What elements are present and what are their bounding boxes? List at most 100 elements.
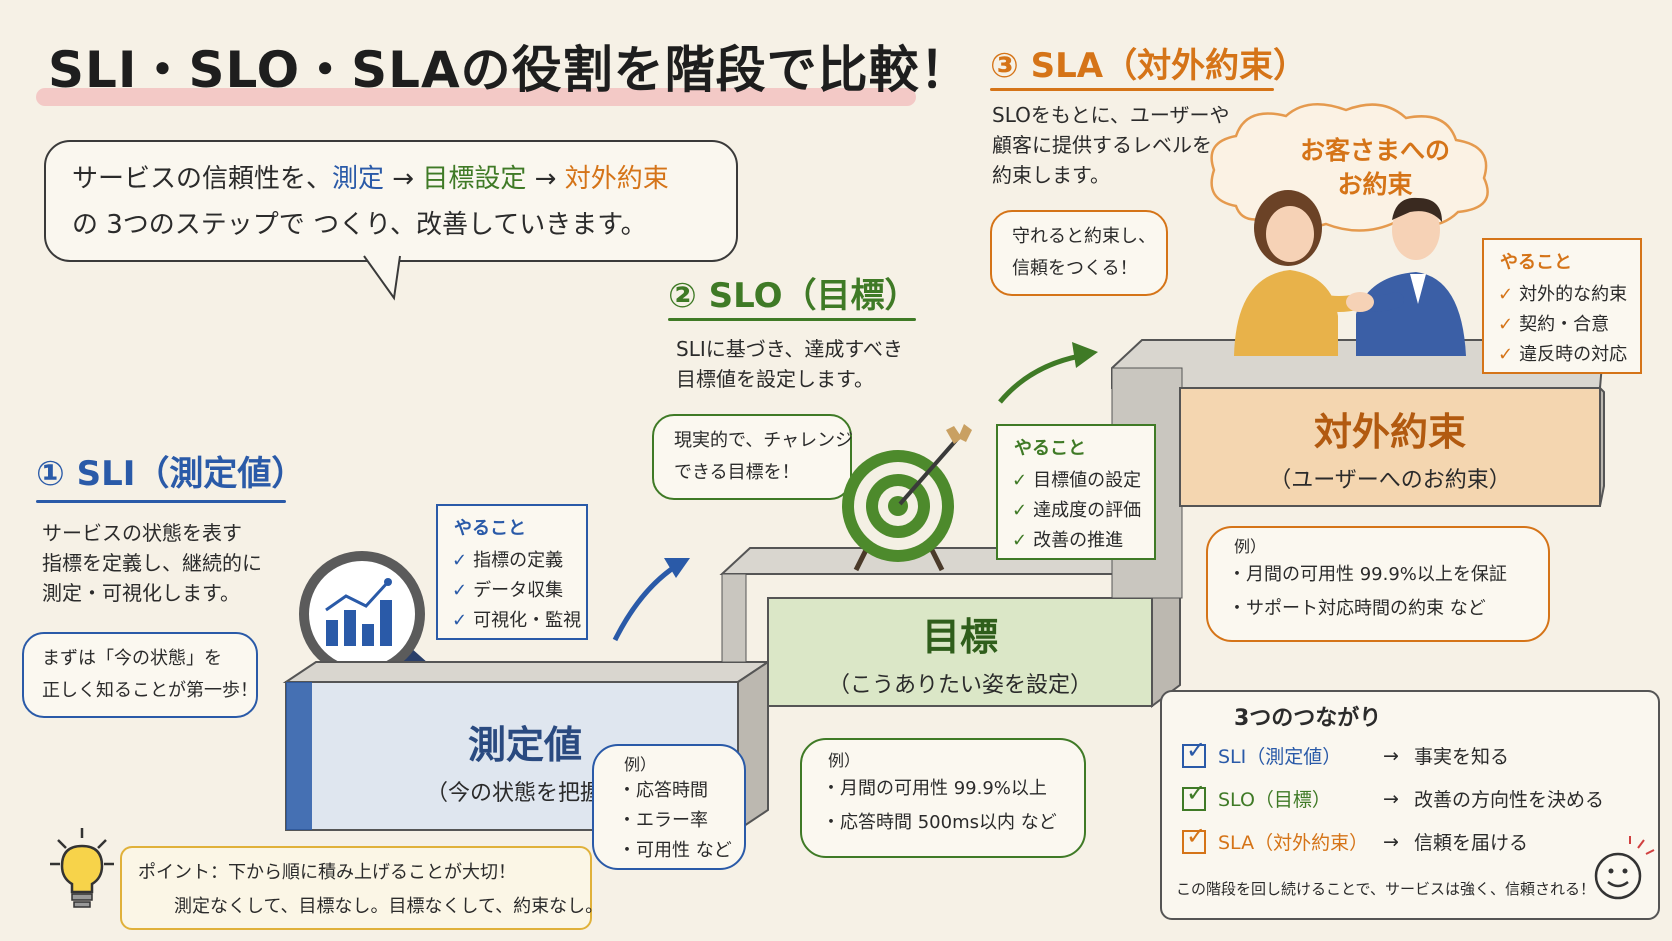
summary-box: 3つのつながり SLI（測定値） → 事実を知る SLO（目標） → 改善の方向… [1160, 690, 1660, 920]
check-icon: ✓ [1498, 344, 1514, 365]
intro-step-promise: 対外約束 [564, 164, 669, 194]
sli-todo-item: ✓可視化・監視 [452, 606, 581, 632]
sli-todo-item: ✓指標の定義 [452, 546, 563, 572]
check-icon: ✓ [452, 550, 468, 571]
sla-desc-line: SLOをもとに、ユーザーや [992, 103, 1230, 127]
sla-todo-head: やること [1500, 252, 1572, 273]
sla-note-line: 守れると約束し、 [1012, 226, 1156, 247]
slo-block: 目標 （こうありたい姿を設定） [768, 598, 1152, 706]
slo-todo-label: 改善の推進 [1033, 530, 1124, 551]
slo-todo-item: ✓改善の推進 [1012, 526, 1123, 552]
sla-todo-item: ✓違反時の対応 [1498, 340, 1627, 366]
checkbox-icon [1182, 822, 1206, 854]
sla-title-rule [990, 88, 1274, 91]
sli-desc-line: 測定・可視化します。 [42, 581, 240, 605]
check-icon: ✓ [1012, 500, 1028, 521]
slo-example-item: ・月間の可用性 99.9%以上 [822, 778, 1047, 799]
intro-line-1: サービスの信頼性を、測定 → 目標設定 → 対外約束 [72, 158, 669, 195]
summary-meaning: 事実を知る [1414, 746, 1510, 768]
intro-bubble: サービスの信頼性を、測定 → 目標設定 → 対外約束 の 3つのステップで つく… [44, 140, 738, 262]
sli-desc-line: 指標を定義し、継続的に [42, 551, 262, 575]
slo-todo-box: やること ✓目標値の設定 ✓達成度の評価 ✓改善の推進 [996, 424, 1156, 560]
handshake-icon [1234, 190, 1466, 356]
check-icon: ✓ [1498, 284, 1514, 305]
slo-note-line: 現実的で、チャレンジ [674, 430, 854, 451]
sla-block: 対外約束 （ユーザーへのお約束） [1180, 388, 1600, 506]
sli-note-line: 正しく知ることが第一歩！ [42, 680, 258, 701]
intro-step-measure: 測定 [332, 164, 385, 194]
slo-note-bubble: 現実的で、チャレンジ できる目標を！ [652, 414, 854, 500]
sli-todo-label: 指標の定義 [473, 550, 564, 571]
slo-block-main: 目標 [921, 614, 998, 659]
sli-example-bubble: 例） ・応答時間 ・エラー率 ・可用性 など [592, 744, 746, 870]
cloud-line: お客さまへの [1300, 136, 1451, 165]
intro-prefix: サービスの信頼性を、 [72, 164, 333, 194]
summary-arrow: → [1383, 744, 1399, 767]
summary-row-sla: SLA（対外約束） → 信頼を届ける [1182, 822, 1529, 855]
slo-title: ② SLO（目標） [668, 276, 919, 316]
intro-arrow: → [392, 164, 415, 194]
sla-example-head: 例） [1234, 537, 1267, 556]
target-arrow-icon [842, 424, 972, 572]
point-box: ポイント：下から順に積み上げることが大切！ 測定なくして、目標なし。目標なくして… [120, 846, 603, 930]
summary-arrow: → [1383, 830, 1399, 853]
summary-arrow: → [1383, 787, 1399, 810]
page-title: SLI・SLO・SLAの役割を階段で比較！ [48, 41, 971, 99]
sli-todo-head: やること [454, 518, 526, 539]
slo-example-item: ・応答時間 500ms以内 など [822, 812, 1057, 833]
sli-example-item: ・可用性 など [618, 840, 732, 861]
sla-todo-label: 契約・合意 [1519, 314, 1610, 335]
sla-todo-label: 対外的な約束 [1519, 284, 1628, 305]
summary-term: SLA（対外約束） [1218, 832, 1369, 854]
sla-todo-box: やること ✓対外的な約束 ✓契約・合意 ✓違反時の対応 [1482, 238, 1642, 374]
slo-todo-label: 達成度の評価 [1033, 500, 1142, 521]
title-underline [36, 88, 916, 106]
slo-todo-label: 目標値の設定 [1033, 470, 1142, 491]
point-line-1: ポイント：下から順に積み上げることが大切！ [138, 862, 516, 883]
smiley-pencil-icon [1594, 836, 1655, 900]
summary-footer: この階段を回し続けることで、サービスは強く、信頼される！ [1176, 880, 1595, 898]
sla-description: SLOをもとに、ユーザーや 顧客に提供するレベルを 約束します。 [992, 100, 1229, 190]
sli-block: 測定値 （今の状態を把握） [312, 690, 738, 830]
intro-arrow: → [534, 164, 557, 194]
sli-desc-line: サービスの状態を表す [42, 521, 242, 545]
sla-example-bubble: 例） ・月間の可用性 99.9%以上を保証 ・サポート対応時間の約束 など [1206, 526, 1550, 642]
summary-term: SLO（目標） [1218, 789, 1331, 811]
point-line-2: 測定なくして、目標なし。目標なくして、約束なし。 [174, 896, 604, 917]
sla-note-line: 信頼をつくる！ [1012, 258, 1138, 279]
sli-description: サービスの状態を表す 指標を定義し、継続的に 測定・可視化します。 [42, 518, 262, 608]
sli-example-item: ・応答時間 [618, 780, 708, 801]
sli-block-main: 測定値 [467, 722, 582, 767]
sli-title-rule [36, 500, 286, 503]
cloud-line: お約束 [1337, 170, 1413, 199]
slo-desc-line: SLIに基づき、達成すべき [676, 337, 903, 361]
sla-block-main: 対外約束 [1313, 409, 1466, 454]
check-icon: ✓ [452, 580, 468, 601]
sli-note-line: まずは「今の状態」を [42, 648, 222, 669]
intro-step-target: 目標設定 [422, 164, 527, 194]
check-icon: ✓ [1498, 314, 1514, 335]
cloud-text: お客さまへの お約束 [1300, 134, 1450, 202]
sla-example-item: ・月間の可用性 99.9%以上を保証 [1228, 564, 1507, 585]
slo-desc-line: 目標値を設定します。 [676, 367, 874, 391]
slo-note-line: できる目標を！ [674, 462, 800, 483]
sla-example-item: ・サポート対応時間の約束 など [1228, 598, 1486, 619]
sli-example-item: ・エラー率 [618, 810, 708, 831]
summary-row-sli: SLI（測定値） → 事実を知る [1182, 736, 1510, 769]
summary-meaning: 信頼を届ける [1414, 832, 1529, 854]
sli-example-head: 例） [624, 755, 657, 774]
summary-meaning: 改善の方向性を決める [1414, 789, 1605, 811]
intro-line-2: の 3つのステップで つくり、改善していきます。 [72, 210, 647, 240]
slo-title-rule [668, 318, 916, 321]
check-icon: ✓ [452, 610, 468, 631]
checkbox-icon [1182, 736, 1206, 768]
slo-todo-item: ✓達成度の評価 [1012, 496, 1141, 522]
slo-block-sub: （こうありたい姿を設定） [827, 672, 1092, 698]
sla-note-bubble: 守れると約束し、 信頼をつくる！ [990, 210, 1168, 296]
sla-desc-line: 約束します。 [992, 163, 1110, 187]
sli-todo-label: データ収集 [473, 580, 564, 601]
summary-title: 3つのつながり [1234, 706, 1382, 731]
sli-note-bubble: まずは「今の状態」を 正しく知ることが第一歩！ [22, 632, 258, 718]
slo-todo-item: ✓目標値の設定 [1012, 466, 1141, 492]
